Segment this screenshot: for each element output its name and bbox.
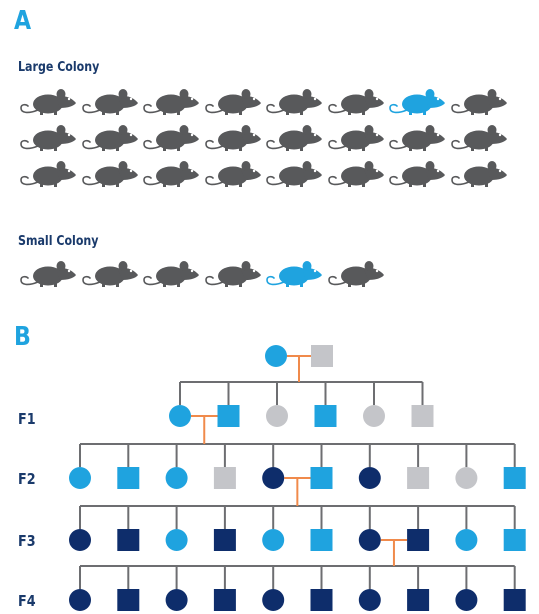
- mouse-grey-icon: [203, 256, 265, 292]
- mouse-grey-icon: [80, 84, 142, 120]
- male-square-icon: [407, 467, 430, 489]
- mouse-grey-icon: [264, 84, 326, 120]
- generation-label-f3: F3: [18, 532, 36, 550]
- female-circle-icon: [69, 589, 91, 611]
- female-circle-icon: [165, 589, 188, 611]
- mouse-grey-icon: [264, 120, 326, 156]
- male-square-icon: [503, 529, 526, 551]
- male-square-icon: [407, 589, 430, 611]
- female-circle-icon: [262, 529, 285, 551]
- female-circle-icon: [363, 405, 385, 427]
- male-square-icon: [407, 529, 430, 551]
- male-square-icon: [310, 529, 333, 551]
- mouse-grey-icon: [387, 156, 449, 192]
- female-circle-icon: [266, 405, 288, 427]
- female-circle-icon: [69, 467, 91, 489]
- mouse-grey-icon: [18, 256, 80, 292]
- mouse-blue-icon: [387, 84, 449, 120]
- mouse-grey-icon: [141, 84, 203, 120]
- generation-label-f2: F2: [18, 470, 36, 488]
- mouse-grey-icon: [18, 156, 80, 192]
- mouse-grey-icon: [449, 156, 511, 192]
- female-circle-icon: [169, 405, 191, 427]
- generation-label-f4: F4: [18, 592, 36, 610]
- mouse-grey-icon: [387, 120, 449, 156]
- male-square-icon: [117, 589, 140, 611]
- mouse-grey-icon: [203, 84, 265, 120]
- panel-b-letter: B: [14, 322, 31, 352]
- male-square-icon: [314, 405, 337, 427]
- mouse-grey-icon: [80, 156, 142, 192]
- female-circle-icon: [262, 467, 285, 489]
- male-square-icon: [117, 467, 140, 489]
- female-circle-icon: [165, 529, 188, 551]
- female-circle-icon: [358, 529, 381, 551]
- male-square-icon: [310, 467, 333, 489]
- mouse-grey-icon: [326, 256, 388, 292]
- mouse-grey-icon: [18, 84, 80, 120]
- male-square-icon: [310, 589, 333, 611]
- mouse-blue-icon: [264, 256, 326, 292]
- mouse-grey-icon: [326, 120, 388, 156]
- generation-label-f1: F1: [18, 410, 36, 428]
- mouse-grey-icon: [18, 120, 80, 156]
- mouse-grey-icon: [449, 120, 511, 156]
- mouse-grey-icon: [141, 120, 203, 156]
- mouse-grey-icon: [80, 256, 142, 292]
- male-square-icon: [217, 405, 240, 427]
- female-circle-icon: [262, 589, 285, 611]
- female-circle-icon: [358, 467, 381, 489]
- mouse-grey-icon: [449, 84, 511, 120]
- panel-a-letter: A: [14, 6, 32, 36]
- male-square-icon: [503, 467, 526, 489]
- female-circle-icon: [455, 467, 478, 489]
- male-square-icon: [117, 529, 140, 551]
- small-colony-label: Small Colony: [18, 234, 99, 249]
- female-circle-icon: [358, 589, 381, 611]
- mouse-grey-icon: [326, 84, 388, 120]
- male-square-icon: [311, 345, 333, 367]
- mouse-grey-icon: [141, 256, 203, 292]
- male-square-icon: [213, 529, 236, 551]
- mouse-grey-icon: [203, 156, 265, 192]
- female-circle-icon: [455, 529, 478, 551]
- male-square-icon: [503, 589, 526, 611]
- mouse-grey-icon: [80, 120, 142, 156]
- male-square-icon: [213, 467, 236, 489]
- female-circle-icon: [165, 467, 188, 489]
- mouse-grey-icon: [264, 156, 326, 192]
- male-square-icon: [411, 405, 434, 427]
- mouse-grey-icon: [326, 156, 388, 192]
- female-circle-icon: [455, 589, 478, 611]
- mouse-grey-icon: [203, 120, 265, 156]
- large-colony-label: Large Colony: [18, 60, 100, 75]
- mouse-grey-icon: [141, 156, 203, 192]
- female-circle-icon: [265, 345, 287, 367]
- male-square-icon: [213, 589, 236, 611]
- female-circle-icon: [69, 529, 91, 551]
